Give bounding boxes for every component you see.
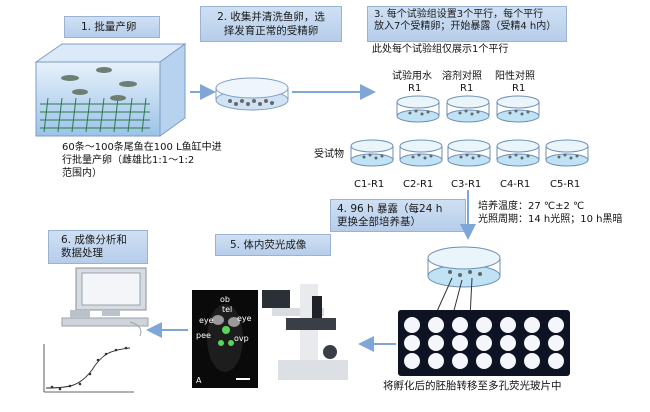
fish [110, 95, 126, 101]
test-substance-label: 受试物 [314, 149, 344, 160]
step-4-line2: 更换全部培养基） [337, 216, 421, 228]
tank-note-2: 行批量产卵（雌雄比1:1～1:2 [62, 155, 195, 166]
fluo-label-eye1: eye [199, 316, 214, 325]
step-6-line1: 6. 成像分析和 [61, 234, 127, 246]
control-name-1: 溶剂对照 [442, 71, 482, 82]
egg-dish [215, 77, 289, 111]
tank-note-1: 60条～100条尾鱼在100 L鱼缸中进 [62, 142, 222, 153]
fluo-label-tel: tel [222, 305, 233, 314]
tank-note-3: 范围内） [62, 168, 102, 179]
plate-well [404, 317, 420, 333]
dish-test-1 [399, 139, 443, 167]
plate-well [404, 353, 420, 369]
step-2-box: 2. 收集并清洗鱼卵，选 择发育正常的受精卵 [200, 6, 342, 42]
fluo-label-ovp: ovp [234, 334, 249, 343]
transfer-dish [427, 246, 501, 288]
plate-well [548, 353, 564, 369]
step-3-line1: 3. 每个试验组设置3个平行，每个平行 [374, 9, 544, 20]
plate-well [428, 335, 444, 351]
plate-well [452, 353, 468, 369]
step-4-box: 4. 96 h 暴露（每24 h 更换全部培养基） [330, 199, 466, 232]
plate-well [500, 335, 516, 351]
dish-control-1 [446, 95, 490, 123]
step-6-line2: 数据处理 [61, 247, 103, 259]
dish-control-2 [496, 95, 540, 123]
fluorescence-image [192, 290, 258, 388]
fluo-label-pee: pee [196, 331, 211, 340]
test-group-label-0: C1-R1 [354, 179, 385, 190]
plate-well [452, 335, 468, 351]
step-1-box: 1. 批量产卵 [64, 16, 160, 38]
dish-test-4 [545, 139, 589, 167]
step-5-label: 5. 体内荧光成像 [230, 239, 307, 251]
plate-well [500, 317, 516, 333]
step-3-note: 此处每个试验组仅展示1个平行 [372, 44, 509, 55]
test-group-label-2: C3-R1 [451, 179, 482, 190]
test-group-label-4: C5-R1 [550, 179, 581, 190]
control-name-0: 试验用水 [392, 71, 432, 82]
control-name-2: 阳性对照 [495, 71, 535, 82]
fish [61, 75, 79, 81]
step-6-box: 6. 成像分析和 数据处理 [48, 230, 148, 264]
test-dishes [350, 139, 589, 167]
fish-tank [34, 43, 187, 137]
plate-well [476, 353, 492, 369]
plate-well [476, 317, 492, 333]
plate-well [428, 353, 444, 369]
fluo-label-ob: ob [220, 295, 230, 304]
plate-well [428, 317, 444, 333]
plate-well [524, 317, 540, 333]
plate-well [524, 353, 540, 369]
plate-well [548, 317, 564, 333]
fish [72, 89, 88, 95]
step-3-line2: 放入7个受精卵；开始暴露（受精4 h内） [374, 20, 557, 32]
plate-well [476, 335, 492, 351]
step-3-box: 3. 每个试验组设置3个平行，每个平行 放入7个受精卵；开始暴露（受精4 h内） [367, 6, 567, 42]
transfer-note: 将孵化后的胚胎转移至多孔荧光玻片中 [383, 380, 562, 392]
dish-test-0 [350, 139, 394, 167]
plate-well [500, 353, 516, 369]
culture-temp: 培养温度：27 ℃±2 ℃ [478, 201, 585, 212]
culture-light: 光照周期：14 h光照；10 h黑暗 [478, 214, 623, 225]
fluo-label-eye2: eye [237, 314, 252, 323]
dish-control-0 [396, 95, 440, 123]
control-rep-2: R1 [512, 83, 526, 94]
test-group-label-1: C2-R1 [403, 179, 434, 190]
plate-well [404, 335, 420, 351]
step-2-line2: 择发育正常的受精卵 [223, 25, 319, 37]
dose-response-chart [38, 338, 138, 398]
multi-well-plate [398, 310, 570, 376]
plate-well [524, 335, 540, 351]
dish-test-3 [496, 139, 540, 167]
plate-well [452, 317, 468, 333]
step-1-label: 1. 批量产卵 [81, 21, 137, 33]
fluo-label-panel: A [196, 376, 202, 385]
control-rep-1: R1 [460, 83, 474, 94]
microscope-photo [246, 272, 358, 394]
fish [119, 81, 137, 87]
fish [96, 67, 112, 73]
computer-icon [61, 267, 149, 337]
step-2-line1: 2. 收集并清洗鱼卵，选 [217, 11, 325, 23]
control-rep-0: R1 [408, 83, 422, 94]
step-4-line1: 4. 96 h 暴露（每24 h [337, 203, 443, 215]
dish-test-2 [447, 139, 491, 167]
control-dishes [396, 95, 540, 123]
test-group-label-3: C4-R1 [500, 179, 531, 190]
plate-well [548, 335, 564, 351]
step-5-box: 5. 体内荧光成像 [215, 234, 331, 256]
